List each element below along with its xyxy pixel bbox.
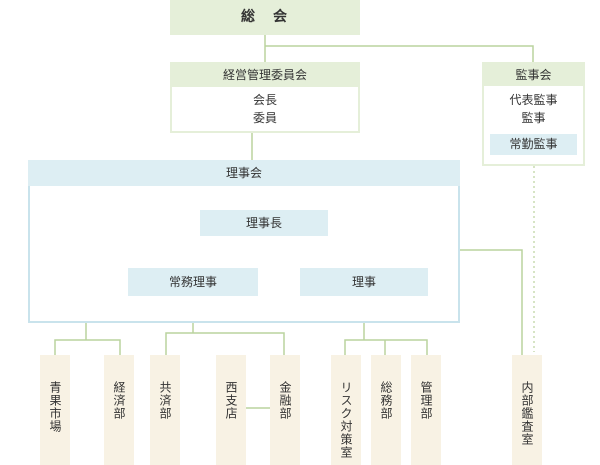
board-header bbox=[28, 160, 460, 186]
department-6: 総務部 bbox=[371, 355, 401, 465]
audit-board-header bbox=[482, 62, 585, 86]
management-committee-title: 経営管理委員会 bbox=[222, 68, 307, 82]
chairman-label: 理事長 bbox=[245, 216, 282, 230]
management-member-chair: 会長 bbox=[252, 93, 277, 107]
standing-auditor-box bbox=[490, 134, 577, 155]
department-8: 内部鑑査室 bbox=[512, 355, 542, 465]
executive-director-box bbox=[128, 268, 258, 296]
department-4: 金融部 bbox=[270, 355, 300, 465]
department-2: 共済部 bbox=[150, 355, 180, 465]
department-1: 経済部 bbox=[104, 355, 134, 465]
director-box bbox=[300, 268, 428, 296]
chairman-box bbox=[200, 210, 328, 236]
management-committee-header bbox=[170, 62, 360, 87]
general-meeting-box bbox=[170, 0, 360, 35]
department-3: 西支店 bbox=[216, 355, 246, 465]
department-7: 管理部 bbox=[411, 355, 441, 465]
management-member-member: 委員 bbox=[252, 111, 277, 125]
department-5: リスク対策室 bbox=[331, 355, 361, 465]
executive-director-label: 常務理事 bbox=[168, 275, 217, 289]
audit-board-title: 監事会 bbox=[515, 68, 552, 82]
standing-auditor-label: 常勤監事 bbox=[509, 137, 558, 151]
department-0: 青果市場 bbox=[40, 355, 70, 465]
general-meeting-label: 総 会 bbox=[241, 9, 289, 25]
audit-member-auditor: 監事 bbox=[521, 111, 546, 125]
director-label: 理事 bbox=[351, 275, 376, 289]
board-title: 理事会 bbox=[225, 166, 262, 180]
audit-member-representative: 代表監事 bbox=[509, 93, 558, 107]
